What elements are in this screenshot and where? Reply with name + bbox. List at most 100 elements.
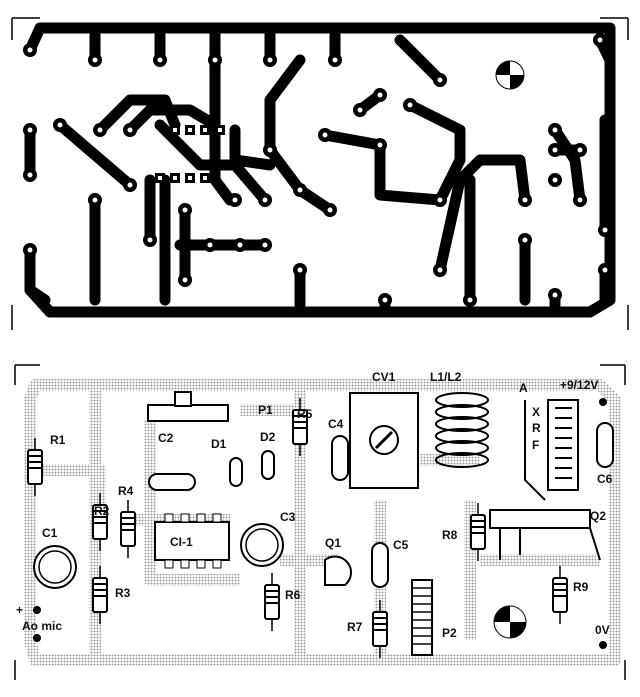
- label-ci1: CI-1: [170, 535, 193, 549]
- label-d1: D1: [211, 437, 227, 451]
- terminal-pad: [33, 634, 41, 642]
- pad-hole: [207, 242, 213, 248]
- pad-hole: [552, 127, 558, 133]
- coil-l1l2-turn: [435, 440, 489, 456]
- pad-hole: [602, 227, 608, 233]
- pad-hole: [407, 102, 413, 108]
- label-c5: C5: [393, 538, 409, 552]
- cv1-slot: [374, 430, 394, 450]
- transistor-q2: [489, 509, 591, 529]
- copper-trace: [319, 129, 446, 206]
- copper-trace: [404, 99, 466, 206]
- ic-pin: [164, 559, 174, 569]
- label-d2: D2: [260, 430, 276, 444]
- label-q2: Q2: [590, 509, 606, 523]
- pad-hole: [188, 176, 192, 180]
- copper-trace: [54, 119, 136, 191]
- pad-hole: [147, 237, 153, 243]
- pad-hole: [552, 292, 558, 298]
- pad-hole: [297, 187, 303, 193]
- diode-d2: [261, 450, 275, 480]
- label-ov: 0V: [595, 623, 610, 637]
- pad-hole: [182, 207, 188, 213]
- pad-hole: [232, 197, 238, 203]
- ic-pin: [180, 559, 190, 569]
- pad-hole: [92, 57, 98, 63]
- diode-d1: [229, 457, 243, 487]
- pad-hole: [27, 47, 33, 53]
- coil-l1l2-turn: [435, 392, 489, 408]
- potentiometer-p1: [147, 404, 229, 422]
- ic-pin: [164, 513, 174, 523]
- pad-hole: [357, 107, 363, 113]
- label-plus: +: [16, 603, 23, 617]
- coil-l1l2-turn: [435, 404, 489, 420]
- antenna-wire: [524, 400, 546, 501]
- pad-hole: [597, 37, 603, 43]
- capacitor-c2: [148, 473, 196, 491]
- electrolytic-c3: [240, 523, 284, 567]
- pad-hole: [322, 132, 328, 138]
- ic-pin: [180, 513, 190, 523]
- label-p1: P1: [258, 403, 273, 417]
- pad-hole: [27, 247, 33, 253]
- pad-hole: [173, 176, 177, 180]
- pad-hole: [522, 197, 528, 203]
- copper-trace: [549, 124, 586, 206]
- copper-trace: [394, 34, 446, 86]
- q2-leads: [499, 527, 601, 561]
- pad-hole: [203, 128, 207, 132]
- pad-hole: [467, 297, 473, 303]
- pad-hole: [212, 57, 218, 63]
- pad-hole: [577, 197, 583, 203]
- ic-pin: [212, 559, 222, 569]
- label-c3: C3: [280, 510, 296, 524]
- label-r: R: [532, 421, 541, 435]
- label-a: A: [519, 381, 528, 395]
- capacitor-c4: [331, 435, 349, 481]
- pad-hole: [27, 127, 33, 133]
- label-r1: R1: [50, 433, 66, 447]
- pad-hole: [157, 57, 163, 63]
- pad-hole: [577, 147, 583, 153]
- pad-hole: [237, 242, 243, 248]
- coil-l1l2-turn: [435, 452, 489, 468]
- label-v: +9/12V: [560, 378, 598, 392]
- copper-trace: [229, 124, 276, 171]
- pad-hole: [188, 128, 192, 132]
- trimmer-mark: [496, 61, 524, 89]
- label-c4: C4: [328, 417, 344, 431]
- cap-ring: [245, 528, 279, 562]
- ic-pin: [212, 513, 222, 523]
- pad-hole: [27, 172, 33, 178]
- terminal-pad: [599, 641, 607, 649]
- capacitor-c5: [371, 542, 389, 588]
- pad-hole: [332, 57, 338, 63]
- capacitor-c6: [596, 422, 614, 468]
- trimmer-mark: [494, 606, 526, 638]
- coil-l1l2-turn: [435, 428, 489, 444]
- ic-pin: [196, 513, 206, 523]
- label-r6: R6: [285, 588, 301, 602]
- pad-hole: [297, 267, 303, 273]
- label-r9: R9: [573, 580, 589, 594]
- label-r7: R7: [347, 620, 363, 634]
- label-c2: C2: [158, 431, 174, 445]
- pad-hole: [173, 128, 177, 132]
- ic-ci1: [154, 521, 230, 561]
- pad-hole: [203, 176, 207, 180]
- label-r8: R8: [442, 528, 458, 542]
- label-p2: P2: [442, 626, 457, 640]
- pad-hole: [127, 127, 133, 133]
- label-mic: Ao mic: [22, 619, 62, 633]
- pad-hole: [127, 182, 133, 188]
- pad-hole: [377, 92, 383, 98]
- pad-hole: [382, 297, 388, 303]
- label-x: X: [532, 405, 540, 419]
- copper-trace: [434, 154, 531, 276]
- label-r2: R2: [94, 504, 110, 518]
- label-l1l2: L1/L2: [430, 370, 462, 384]
- pad-hole: [262, 197, 268, 203]
- electrolytic-c1: [33, 545, 77, 589]
